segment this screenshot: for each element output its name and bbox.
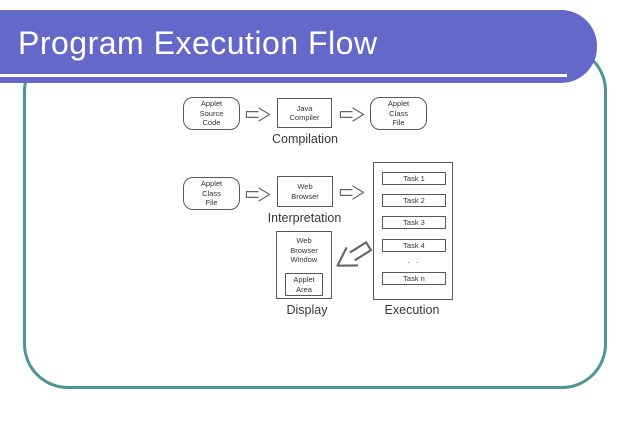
task-box: Task 2 [382, 194, 446, 207]
task-box: Task 4 [382, 239, 446, 252]
right-arrow-icon [245, 187, 271, 202]
java-compiler-node: Java Compiler [277, 98, 332, 128]
task-box: Task n [382, 272, 446, 285]
applet-area-node: Applet Area [285, 273, 323, 296]
right-arrow-icon [339, 107, 365, 122]
task-box: Task 3 [382, 216, 446, 229]
execution-tasks-container: Task 1 Task 2 Task 3 Task 4 . . Task n [373, 162, 453, 300]
web-browser-node: Web Browser [277, 176, 333, 207]
applet-source-code-node: Applet Source Code [183, 97, 240, 130]
interpretation-label: Interpretation [267, 211, 342, 225]
title-bar: Program Execution Flow [0, 10, 597, 83]
display-label: Display [286, 303, 328, 317]
title-underline [0, 74, 567, 77]
task-box: Task 1 [382, 172, 446, 185]
applet-class-file-node: Applet Class File [370, 97, 427, 130]
execution-label: Execution [384, 303, 440, 317]
compilation-label: Compilation [271, 132, 338, 146]
page-title: Program Execution Flow [18, 25, 378, 61]
task-ellipsis: . . [407, 256, 421, 265]
right-arrow-icon [339, 185, 365, 200]
down-left-arrow-icon [336, 240, 373, 267]
applet-class-file-node: Applet Class File [183, 177, 240, 210]
right-arrow-icon [245, 107, 271, 122]
